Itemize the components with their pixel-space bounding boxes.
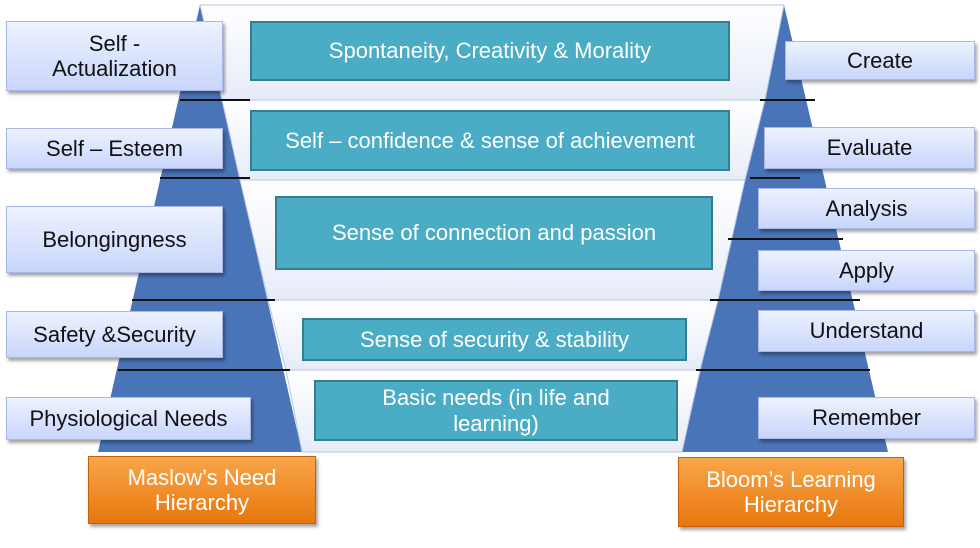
center-item-spontaneity: Spontaneity, Creativity & Morality [250, 21, 730, 81]
bloom-level-create: Create [785, 41, 975, 80]
center-item-connection: Sense of connection and passion [275, 196, 713, 270]
bloom-level-analysis: Analysis [758, 188, 975, 229]
bloom-level-apply: Apply [758, 250, 975, 291]
maslow-level-safety-security: Safety &Security [6, 311, 223, 358]
bloom-level-understand: Understand [758, 310, 975, 352]
center-item-basic-needs: Basic needs (in life and learning) [314, 380, 678, 441]
center-item-security: Sense of security & stability [302, 318, 687, 361]
maslow-level-self-actualization: Self - Actualization [6, 21, 223, 91]
maslow-level-belongingness: Belongingness [6, 206, 223, 273]
divider-lines [118, 99, 870, 371]
center-item-self-confidence: Self – confidence & sense of achievement [250, 110, 730, 171]
bloom-level-remember: Remember [758, 397, 975, 439]
maslow-level-self-esteem: Self – Esteem [6, 128, 223, 169]
bloom-caption: Bloom’s Learning Hierarchy [678, 457, 904, 527]
maslow-level-physiological-needs: Physiological Needs [6, 397, 251, 440]
bloom-level-evaluate: Evaluate [764, 127, 975, 169]
maslow-caption: Maslow’s Need Hierarchy [88, 456, 316, 524]
